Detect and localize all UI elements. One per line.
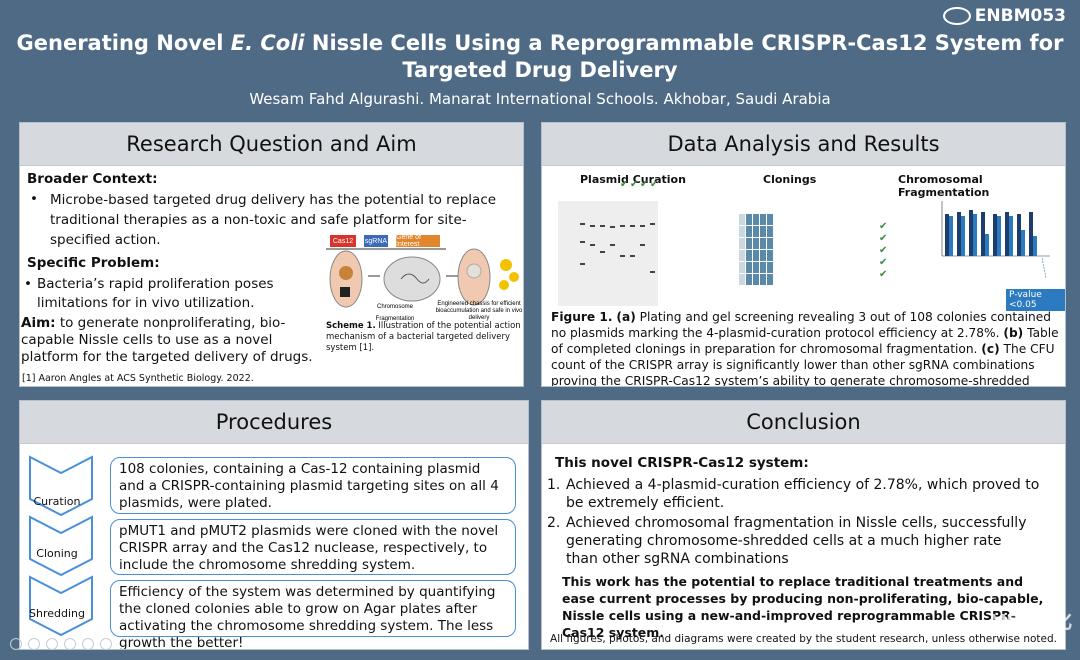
research-heading: Research Question and Aim (20, 123, 523, 166)
engineered-label: Engineered chassis for efficient bioaccu… (435, 301, 523, 321)
conclusion-item-1: Achieved a 4-plasmid-curation efficiency… (566, 477, 1040, 511)
nav-icon[interactable] (100, 638, 112, 650)
step-box-curation: 108 colonies, containing a Cas-12 contai… (110, 457, 516, 514)
aim-text: Aim: to generate nonproliferating, bio-c… (21, 315, 313, 365)
specific-problem-label: Specific Problem: (27, 255, 160, 271)
check-icon: ✔ (879, 245, 888, 256)
conclusion-item-2: Achieved chromosomal fragmentation in Ni… (566, 515, 1027, 567)
chevron-step-icon (29, 515, 93, 577)
chevron-step-icon (29, 575, 93, 637)
conclusion-panel: Conclusion This novel CRISPR-Cas12 syste… (541, 400, 1066, 650)
scheme-cells-graphic (326, 248, 519, 308)
clonings-title: Clonings (763, 173, 817, 186)
reference: [1] Aaron Angles at ACS Synthetic Biolog… (22, 373, 254, 384)
poster-id-badge: ENBM053 (942, 6, 1066, 26)
results-panel: Data Analysis and Results Plasmid Curati… (541, 122, 1066, 387)
procedures-heading: Procedures (20, 401, 528, 444)
figure-caption: Figure 1. (a) Plating and gel screening … (551, 310, 1059, 387)
check-icon: ✔ (879, 257, 888, 268)
pvalue-label: P-value <0.05 (1006, 289, 1065, 311)
procedures-panel: Procedures Curation Cloning Shredding 10… (19, 400, 529, 650)
chevron-step-icon (29, 455, 93, 517)
nav-icon[interactable] (10, 638, 22, 650)
gene-of-interest: Gene of Interest (396, 234, 440, 248)
step-label-cloning: Cloning (36, 547, 78, 560)
step-label-shredding: Shredding (29, 607, 85, 620)
check-icon: ✔ (879, 221, 888, 232)
cfu-bar-chart (941, 201, 1050, 279)
clonings-table (738, 213, 774, 286)
conclusion-closing: This work has the potential to replace t… (562, 574, 1044, 640)
step-box-shredding: Efficiency of the system was determined … (110, 580, 516, 649)
poster-title: Generating Novel E. Coli Nissle Cells Us… (16, 31, 1064, 82)
broader-context-text: Microbe-based targeted drug delivery has… (50, 192, 497, 248)
slide-toolbar (10, 638, 112, 650)
step-box-cloning: pMUT1 and pMUT2 plasmids were cloned wit… (110, 519, 516, 575)
plasmid-curation-title: Plasmid Curation (580, 173, 686, 186)
check-icon: ✔ (620, 179, 629, 190)
nav-icon[interactable] (28, 638, 40, 650)
research-panel: Research Question and Aim Broader Contex… (19, 122, 524, 387)
specific-problem-text: Bacteria’s rapid proliferation poses lim… (37, 276, 274, 311)
check-icon: ✔ (879, 233, 888, 244)
gene-cas12: Cas12 (330, 235, 356, 247)
check-icon: ✔ (640, 179, 649, 190)
watermark: MFE孵化 (989, 611, 1072, 633)
conclusion-intro: This novel CRISPR-Cas12 system: (555, 455, 809, 471)
gene-sgrna: sgRNA (364, 235, 388, 247)
poster-authors: Wesam Fahd Algurashi. Manarat Internatio… (249, 90, 831, 108)
results-heading: Data Analysis and Results (542, 123, 1065, 166)
scheme-caption: Scheme 1. Illustration of the potential … (326, 321, 521, 353)
scheme-illustration: Cas12 sgRNA Gene of Interest Chromosome … (316, 221, 523, 331)
poster-id: ENBM053 (974, 6, 1066, 26)
bullet-icon: • (24, 276, 32, 292)
figures-footer: All figures, photos, and diagrams were c… (550, 633, 1057, 645)
check-icon: ✔ (630, 179, 639, 190)
gel-image (558, 201, 658, 306)
bullet-icon: • (30, 191, 38, 207)
fragmentation-label: Chromosome Fragmentation (375, 304, 415, 322)
nav-icon[interactable] (82, 638, 94, 650)
conclusion-heading: Conclusion (542, 401, 1065, 444)
petri-dish-icon (942, 7, 971, 25)
check-icon: ✔ (879, 269, 888, 280)
fragmentation-title: Chromosomal Fragmentation (898, 173, 990, 199)
step-label-curation: Curation (33, 495, 81, 508)
nav-icon[interactable] (46, 638, 58, 650)
nav-icon[interactable] (64, 638, 76, 650)
broader-context-label: Broader Context: (27, 171, 158, 187)
check-icon: ✔ (650, 179, 659, 190)
